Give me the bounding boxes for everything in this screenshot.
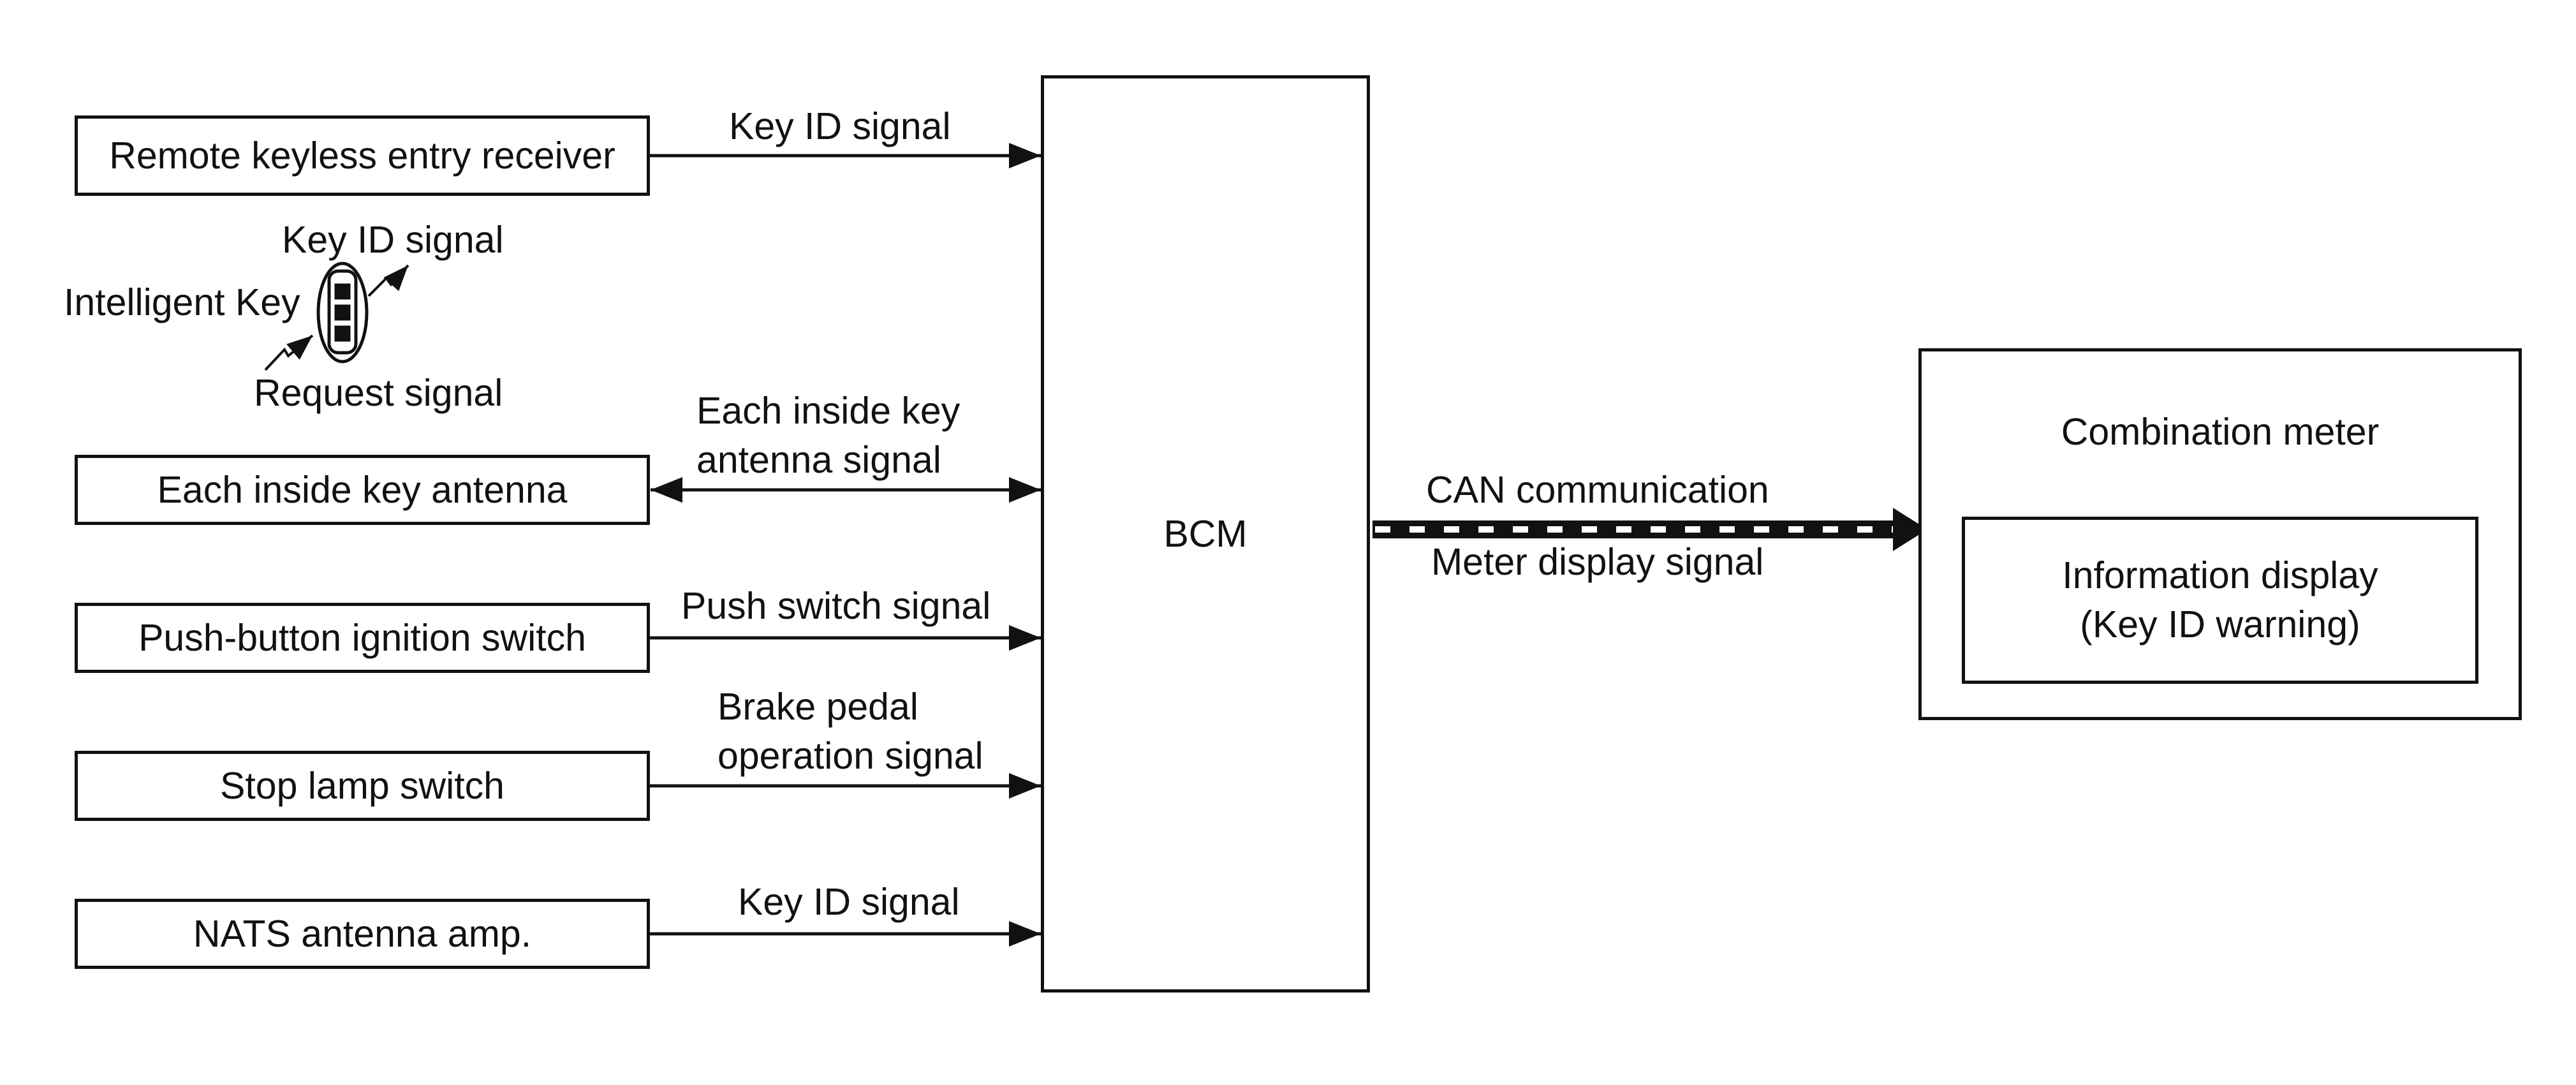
meter-display-signal-label: Meter display signal [1431, 541, 1764, 583]
information-display-box: Information display (Key ID warning) [1962, 517, 2478, 684]
inside-antenna-signal-label: Each inside key antenna signal [696, 390, 960, 481]
inside-key-antenna-box: Each inside key antenna [75, 455, 650, 525]
can-bus-arrow [1373, 508, 1927, 551]
brake-pedal-signal-label: Brake pedal operation signal [718, 686, 983, 777]
remote-key-id-signal-label: Key ID signal [729, 105, 951, 147]
stop-lamp-switch-label: Stop lamp switch [220, 764, 504, 807]
nats-key-id-signal-label: Key ID signal [738, 881, 960, 923]
intelligent-key-label: Intelligent Key [64, 281, 300, 323]
push-button-ignition-box: Push-button ignition switch [75, 603, 650, 673]
nats-antenna-amp-box: NATS antenna amp. [75, 899, 650, 969]
request-wireless-icon [264, 334, 314, 371]
remote-keyless-receiver-box: Remote keyless entry receiver [75, 115, 650, 196]
request-signal-label: Request signal [254, 372, 503, 414]
bcm-box: BCM [1041, 75, 1370, 993]
stop-lamp-switch-box: Stop lamp switch [75, 751, 650, 821]
push-button-ignition-label: Push-button ignition switch [138, 616, 586, 659]
inside-key-antenna-label: Each inside key antenna [157, 468, 568, 511]
push-switch-signal-label: Push switch signal [681, 585, 991, 627]
can-communication-label: CAN communication [1426, 469, 1769, 511]
key-id-wireless-icon [367, 264, 409, 297]
remote-keyless-receiver-label: Remote keyless entry receiver [109, 134, 615, 177]
information-display-label: Information display (Key ID warning) [2062, 554, 2378, 646]
bcm-label: BCM [1163, 512, 1248, 555]
fob-key-id-signal-label: Key ID signal [282, 219, 504, 261]
intelligent-key-icon [316, 262, 369, 364]
combination-meter-label: Combination meter [2061, 411, 2380, 453]
nats-antenna-amp-label: NATS antenna amp. [193, 912, 532, 955]
